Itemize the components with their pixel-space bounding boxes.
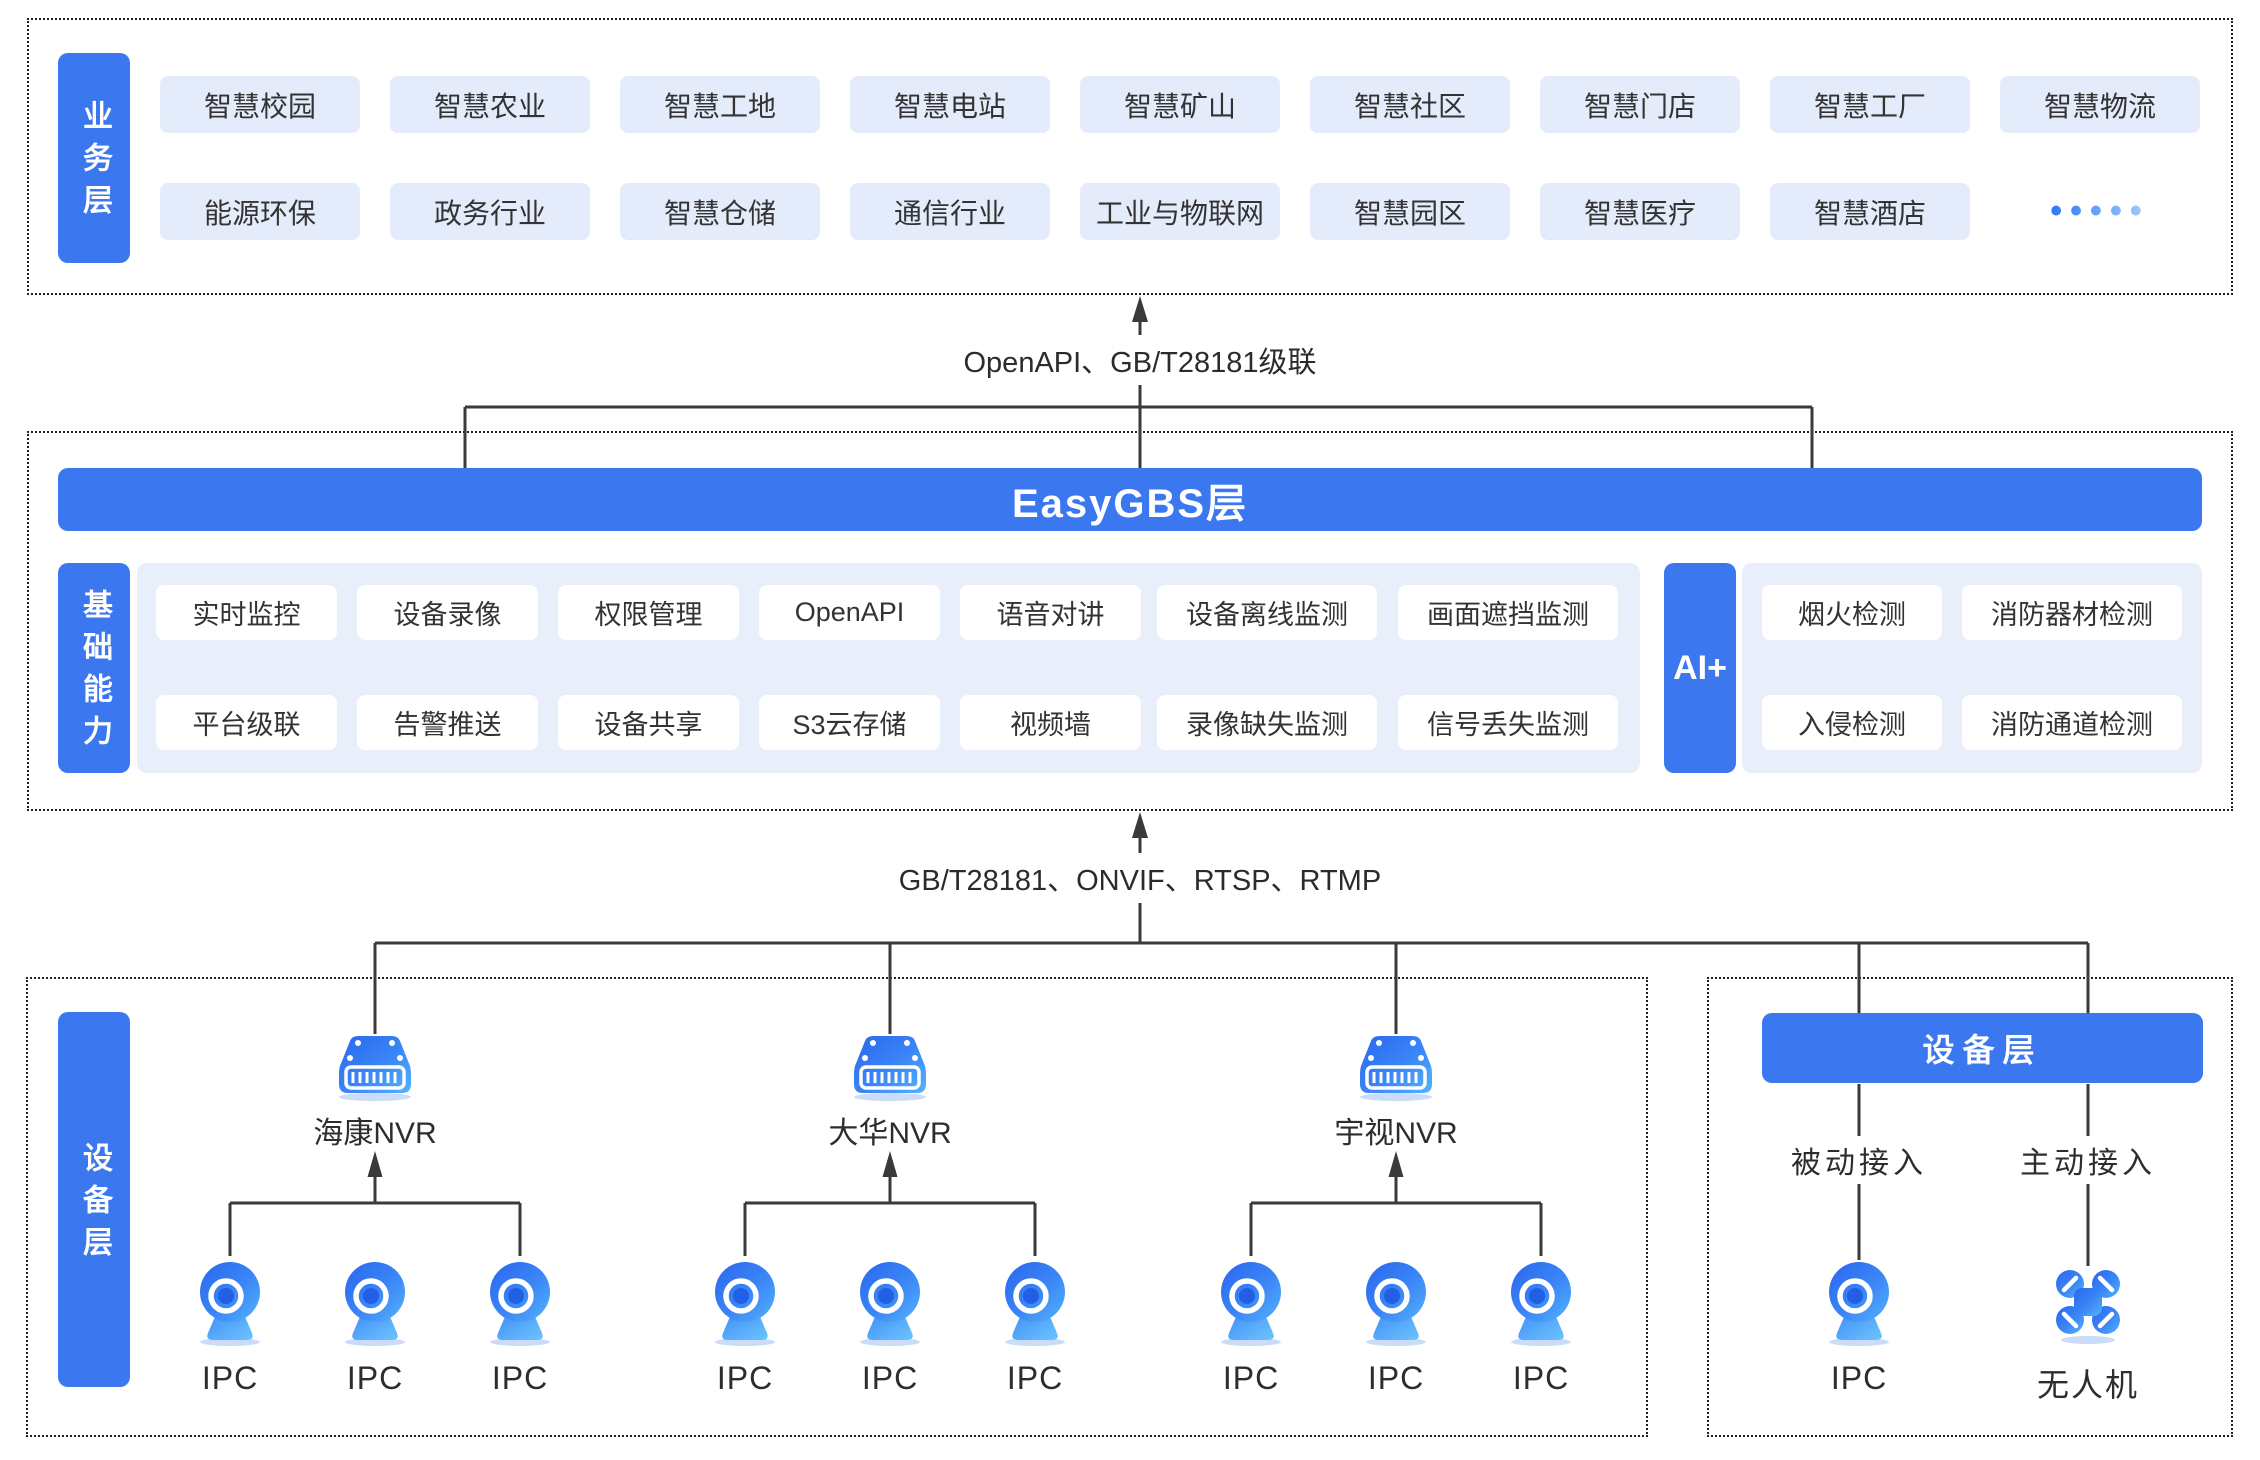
ipc-label: IPC [201, 1360, 259, 1396]
ipc-icon [190, 1258, 270, 1351]
ai-chip: 消防器材检测 [1962, 585, 2182, 640]
ipc-label: IPC [491, 1360, 549, 1396]
capability-side-label: 基础能力 [58, 563, 130, 773]
capability-chip: 设备共享 [558, 695, 739, 750]
capability-chip: 设备录像 [357, 585, 538, 640]
ai-chip: 烟火检测 [1762, 585, 1942, 640]
nvr-label: 海康NVR [313, 1117, 437, 1150]
business-chip: 智慧酒店 [1770, 183, 1970, 240]
business-chip: 智慧工厂 [1770, 76, 1970, 133]
business-chip: 智慧社区 [1310, 76, 1510, 133]
top-link-label: OpenAPI、GB/T28181级联 [947, 335, 1333, 385]
capability-chip: 视频墙 [960, 695, 1141, 750]
capability-chip: 告警推送 [357, 695, 538, 750]
drone-icon [2052, 1266, 2124, 1349]
business-chip: 智慧园区 [1310, 183, 1510, 240]
ipc-icon [850, 1258, 930, 1351]
top-arrowhead [1132, 296, 1148, 322]
business-chip: 通信行业 [850, 183, 1050, 240]
capability-chip: OpenAPI [759, 585, 940, 640]
nvr-label: 大华NVR [828, 1117, 952, 1150]
business-chip: 智慧工地 [620, 76, 820, 133]
nvr-group-brackets [228, 1173, 1543, 1256]
capability-chip: 语音对讲 [960, 585, 1141, 640]
ipc-label: IPC [861, 1360, 919, 1396]
business-chip: 智慧物流 [2000, 76, 2200, 133]
ipc-icon [335, 1258, 415, 1351]
capability-chip: 设备离线监测 [1157, 585, 1377, 640]
access-label: 被动接入 [1783, 1138, 1935, 1182]
ipc-icon [1356, 1258, 1436, 1351]
easygbs-banner: EasyGBS层 [58, 468, 2202, 531]
business-chip: 智慧农业 [390, 76, 590, 133]
ipc-icon [1211, 1258, 1291, 1351]
device-layer-left-box [26, 977, 1648, 1437]
capability-chip: S3云存储 [759, 695, 940, 750]
ipc-label: IPC [1222, 1360, 1280, 1396]
ipc-label: IPC [1006, 1360, 1064, 1396]
capability-chip: 权限管理 [558, 585, 739, 640]
nvr-icon [1354, 1033, 1438, 1106]
capability-chip: 画面遮挡监测 [1398, 585, 1618, 640]
device-layer-side-label: 设备层 [58, 1012, 130, 1387]
business-chip-more: ••••• [2000, 183, 2200, 240]
ai-plus-label: AI+ [1664, 563, 1736, 773]
business-chip: 工业与物联网 [1080, 183, 1280, 240]
nvr-label: 宇视NVR [1334, 1117, 1458, 1150]
business-chip: 智慧医疗 [1540, 183, 1740, 240]
easygbs-layer-box [27, 431, 2233, 811]
nvr2-arrowhead [882, 1151, 898, 1177]
nvr-icon [333, 1033, 417, 1106]
ipc-label: IPC [1367, 1360, 1425, 1396]
ipc-label: IPC [716, 1360, 774, 1396]
capability-chip: 平台级联 [156, 695, 337, 750]
ellipsis-dots: ••••• [2050, 192, 2150, 230]
ipc-icon [1501, 1258, 1581, 1351]
business-chip: 智慧电站 [850, 76, 1050, 133]
nvr3-arrowhead [1388, 1151, 1404, 1177]
middle-arrowhead [1132, 812, 1148, 838]
access-label: 主动接入 [2012, 1138, 2164, 1182]
capability-chip: 实时监控 [156, 585, 337, 640]
nvr1-arrowhead [367, 1151, 383, 1177]
business-layer-side-label: 业务层 [58, 53, 130, 263]
ai-chip: 入侵检测 [1762, 695, 1942, 750]
business-chip: 能源环保 [160, 183, 360, 240]
ipc-icon [995, 1258, 1075, 1351]
ipc-icon [705, 1258, 785, 1351]
device-layer-right-box [1707, 977, 2233, 1437]
capability-chip: 录像缺失监测 [1157, 695, 1377, 750]
business-chip: 智慧门店 [1540, 76, 1740, 133]
business-chip: 政务行业 [390, 183, 590, 240]
business-chip: 智慧矿山 [1080, 76, 1280, 133]
capability-chip: 信号丢失监测 [1398, 695, 1618, 750]
ipc-icon [1819, 1258, 1899, 1351]
ai-chip: 消防通道检测 [1962, 695, 2182, 750]
nvr-icon [848, 1033, 932, 1106]
ipc-label: IPC [1512, 1360, 1570, 1396]
bottom-link-label: GB/T28181、ONVIF、RTSP、RTMP [882, 853, 1398, 903]
business-chip: 智慧校园 [160, 76, 360, 133]
business-chip: 智慧仓储 [620, 183, 820, 240]
device-label: IPC [1830, 1360, 1888, 1396]
device-layer-banner: 设备层 [1762, 1013, 2203, 1083]
business-layer-box [27, 18, 2233, 295]
ipc-label: IPC [346, 1360, 404, 1396]
ipc-icon [480, 1258, 560, 1351]
device-label: 无人机 [2036, 1367, 2140, 1403]
